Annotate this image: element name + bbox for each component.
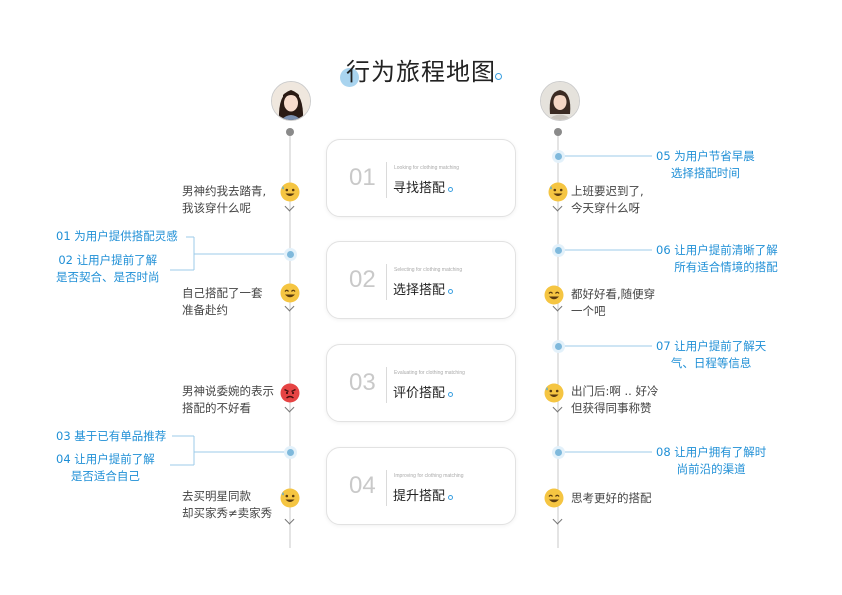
sweat-smile-emoji-icon <box>280 182 300 202</box>
stage-number: 02 <box>349 266 376 293</box>
left-insight-1: 01 为用户提供搭配灵感 <box>56 229 178 243</box>
card-divider <box>386 264 387 300</box>
stage-name: 寻找搭配 <box>393 181 446 196</box>
avatar-right <box>540 81 580 121</box>
stage-name: 选择搭配 <box>393 283 446 298</box>
right-insight-7: 07 让用户提前了解天气、日程等信息 <box>656 339 767 370</box>
right-insight-6: 06 让用户提前清晰了解所有适合情境的搭配 <box>656 243 778 274</box>
stage-english: Looking for clothing matching <box>394 165 460 171</box>
stage-card-4: 04 Improving for clothing matching 提升搭配 <box>326 447 516 525</box>
grin-emoji-icon <box>280 283 300 303</box>
right-thought-4: 思考更好的搭配 <box>571 491 652 505</box>
stage-number: 04 <box>349 472 376 499</box>
title-decor-circle <box>340 68 359 87</box>
stage-decor-dot <box>448 495 453 500</box>
stage-card-2: 02 Selecting for clothing matching 选择搭配 <box>326 241 516 319</box>
stage-card-1: 01 Looking for clothing matching 寻找搭配 <box>326 139 516 217</box>
timeline-start-dot-left <box>286 128 294 136</box>
right-insight-5: 05 为用户节省早晨选择搭配时间 <box>656 149 755 180</box>
left-thought-3: 男神说委婉的表示搭配的不好看 <box>182 384 274 415</box>
timeline-dot <box>287 251 294 258</box>
stage-english: Selecting for clothing matching <box>394 267 463 273</box>
left-thought-2: 自己搭配了一套准备赴约 <box>182 286 263 317</box>
left-insight-4: 04 让用户提前了解是否适合自己 <box>56 452 155 483</box>
angry-emoji-icon <box>280 383 300 403</box>
left-insight-2: 02 让用户提前了解是否契合、是否时尚 <box>56 253 160 284</box>
left-thought-1: 男神约我去踏青,我该穿什么呢 <box>182 184 267 215</box>
sweat-smile-emoji-icon <box>548 182 568 202</box>
timeline-dot <box>555 247 562 254</box>
timeline-start-dot-right <box>554 128 562 136</box>
timeline-dot <box>555 343 562 350</box>
stage-decor-dot <box>448 392 453 397</box>
right-insight-8: 08 让用户拥有了解时尚前沿的渠道 <box>656 445 767 476</box>
stage-card-3: 03 Evaluating for clothing matching 评价搭配 <box>326 344 516 422</box>
right-thought-3: 出门后:啊 .. 好冷但获得同事称赞 <box>571 384 659 415</box>
stage-english: Improving for clothing matching <box>394 473 464 479</box>
title-decor-dot <box>495 73 502 80</box>
stage-name: 提升搭配 <box>393 489 446 504</box>
card-divider <box>386 367 387 403</box>
stage-number: 03 <box>349 369 376 396</box>
stage-decor-dot <box>448 289 453 294</box>
stage-decor-dot <box>448 187 453 192</box>
left-thought-4: 去买明星同款却买家秀≠卖家秀 <box>182 489 273 520</box>
stage-name: 评价搭配 <box>393 386 446 401</box>
card-divider <box>386 162 387 198</box>
timeline-dot <box>555 153 562 160</box>
avatar-left <box>271 81 311 121</box>
page-title: 行为旅程地图 <box>346 58 496 86</box>
grin-emoji-icon <box>544 285 564 305</box>
timeline-dot <box>287 449 294 456</box>
right-thought-2: 都好好看,随便穿一个吧 <box>571 287 656 318</box>
timeline-dot <box>555 449 562 456</box>
stage-number: 01 <box>349 164 376 191</box>
grin-emoji-icon <box>544 488 564 508</box>
sweat-smile-emoji-icon <box>280 488 300 508</box>
right-thought-1: 上班要迟到了,今天穿什么呀 <box>571 184 644 215</box>
sweat-smile-emoji-icon <box>544 383 564 403</box>
left-insight-3: 03 基于已有单品推荐 <box>56 429 167 443</box>
stage-english: Evaluating for clothing matching <box>394 370 465 376</box>
card-divider <box>386 470 387 506</box>
